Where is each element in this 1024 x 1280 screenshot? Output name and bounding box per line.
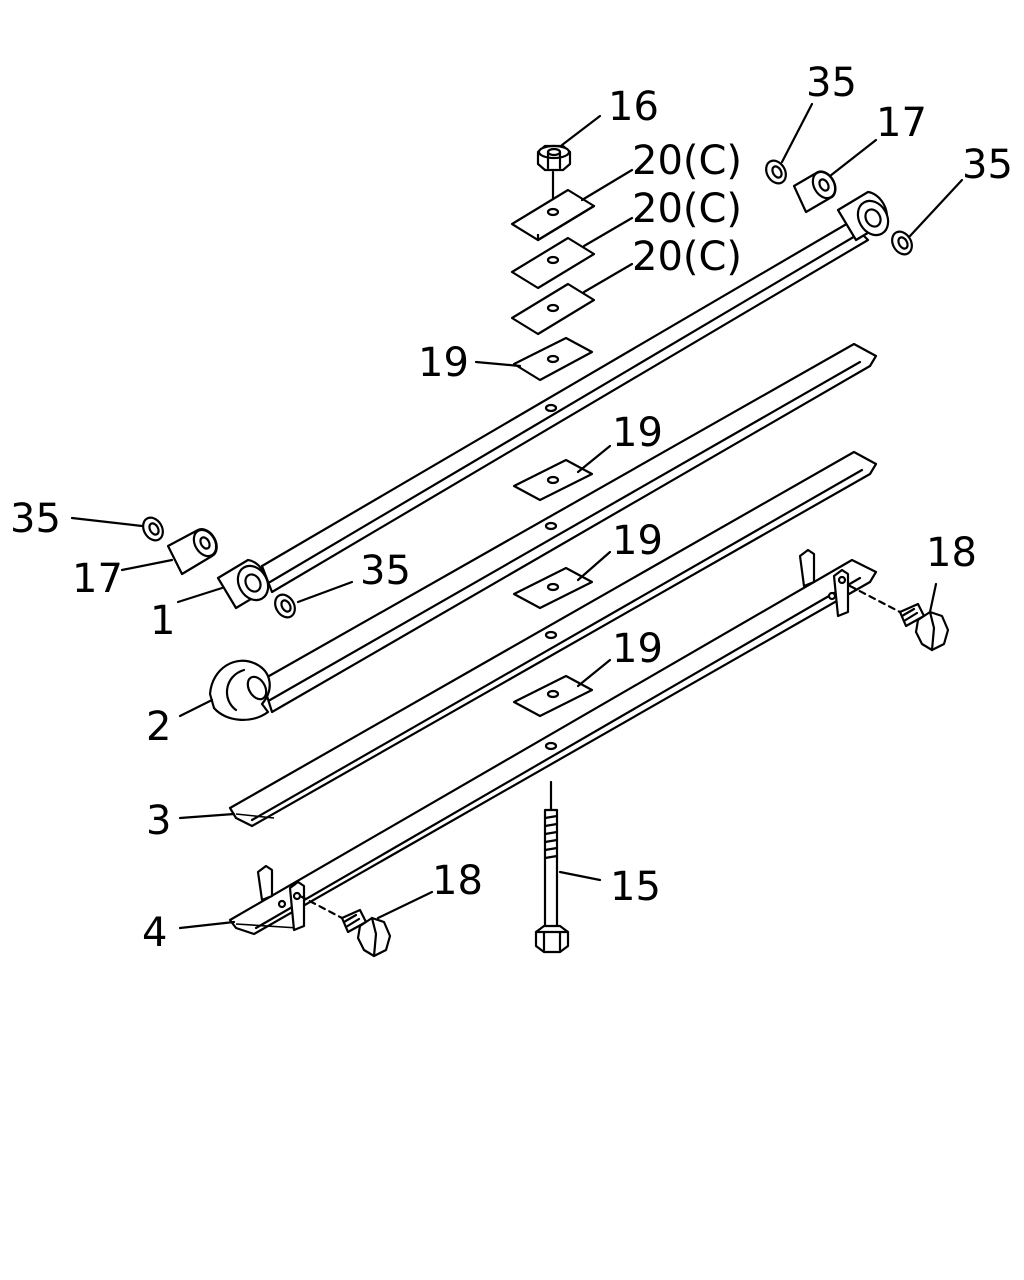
label-20c-3: 20(C) (632, 234, 742, 280)
pad-19-top (512, 336, 594, 382)
pad-19-2 (512, 458, 594, 502)
washer-35-left-outer (142, 516, 164, 542)
label-19-4: 19 (612, 626, 663, 672)
shim-plate-3 (510, 282, 596, 336)
label-4: 4 (142, 910, 167, 956)
bushing-17-top-right (792, 170, 837, 214)
label-17-left: 17 (72, 556, 123, 602)
leaf-spring-4 (228, 548, 878, 936)
clip-bolt-18-left (298, 894, 392, 958)
washer-35-left-inner (274, 593, 296, 619)
clip-bolt-18-right (848, 584, 950, 652)
label-18-right: 18 (926, 530, 977, 576)
label-17-top-right: 17 (876, 100, 927, 146)
label-16: 16 (608, 84, 659, 130)
label-1: 1 (150, 598, 175, 644)
washer-35-top-left (765, 159, 787, 185)
label-35-top-right: 35 (962, 142, 1013, 188)
pad-19-4 (512, 674, 594, 718)
label-19-3: 19 (612, 518, 663, 564)
callout-labels: 16 20(C) 20(C) 20(C) 19 35 17 35 19 19 1… (10, 60, 1013, 956)
label-19-top: 19 (418, 340, 469, 386)
center-bolt-15 (534, 780, 570, 954)
label-2: 2 (146, 704, 171, 750)
label-19-2: 19 (612, 410, 663, 456)
leaf-spring-1 (216, 190, 890, 610)
label-20c-1: 20(C) (632, 138, 742, 184)
nut-16 (536, 144, 572, 172)
label-3: 3 (146, 798, 171, 844)
label-35-left-inner: 35 (360, 548, 411, 594)
shim-plate-2 (510, 236, 596, 290)
label-18-left: 18 (432, 858, 483, 904)
leaf-spring-2 (208, 342, 878, 721)
label-15: 15 (610, 864, 661, 910)
bushing-17-left (166, 528, 218, 576)
label-35-left-outer: 35 (10, 496, 61, 542)
shim-plate-1 (510, 188, 596, 242)
leader-lines (70, 102, 964, 930)
pad-19-3 (512, 566, 594, 610)
leaf-spring-3 (228, 450, 878, 828)
label-35-top-left: 35 (806, 60, 857, 106)
washer-35-top-right (891, 230, 913, 256)
label-20c-2: 20(C) (632, 186, 742, 232)
